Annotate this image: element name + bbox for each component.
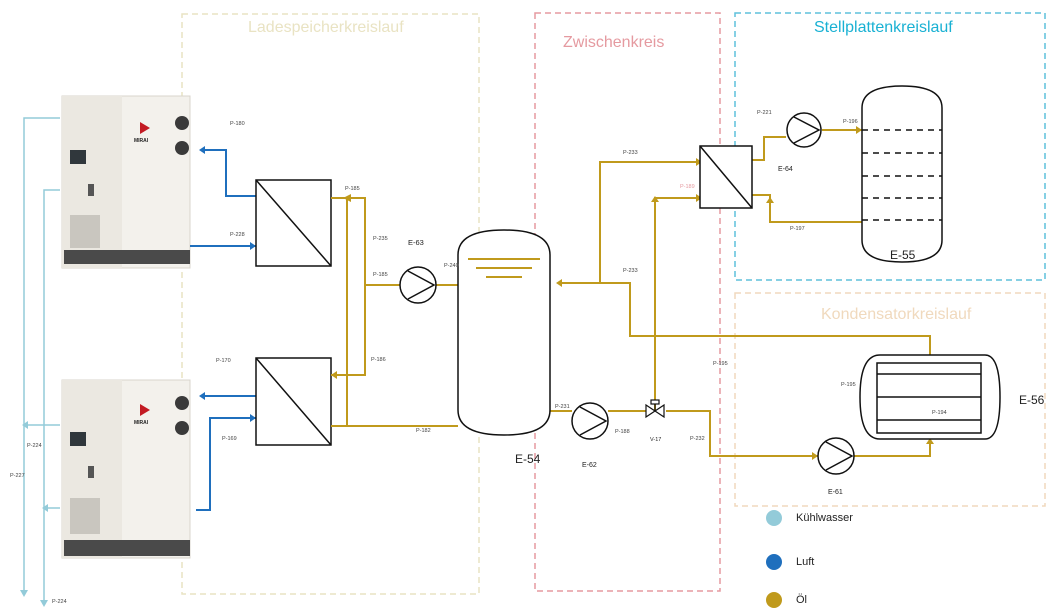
pump-e63 bbox=[400, 267, 436, 303]
legend-item-kuehlwasser: Kühlwasser bbox=[766, 510, 853, 526]
air-lines bbox=[190, 150, 256, 510]
pipe-label: P-169 bbox=[222, 436, 237, 442]
pipe-label: P-185 bbox=[345, 186, 360, 192]
pipe-label: P-224 bbox=[27, 443, 42, 449]
valve-v17 bbox=[646, 400, 664, 417]
pipe-label: P-221 bbox=[757, 110, 772, 116]
pipe-label: P-233 bbox=[623, 150, 638, 156]
chiller-brand-bottom: MIRAI bbox=[134, 420, 148, 426]
region-title-kondensator: Kondensatorkreislauf bbox=[821, 306, 971, 324]
cooling-water-lines bbox=[24, 118, 60, 600]
legend-label: Kühlwasser bbox=[796, 512, 853, 524]
chiller-brand-top: MIRAI bbox=[134, 138, 148, 144]
pipe-label: P-233 bbox=[623, 268, 638, 274]
pump-e62 bbox=[572, 403, 608, 439]
label-e54: E-54 bbox=[515, 452, 540, 466]
pipe-label: P-194 bbox=[932, 410, 947, 416]
air-arrows bbox=[199, 146, 256, 422]
chiller-unit-top bbox=[62, 96, 190, 268]
pipe-label: P-224 bbox=[52, 599, 67, 605]
pipe-label: P-188 bbox=[615, 429, 630, 435]
pipe-label: P-182 bbox=[416, 428, 431, 434]
storage-tank-e54 bbox=[458, 230, 550, 435]
region-box-zwischenkreis bbox=[535, 13, 720, 591]
label-e63: E-63 bbox=[408, 238, 424, 247]
label-e55: E-55 bbox=[890, 248, 915, 262]
pipe-label: P-195 bbox=[713, 361, 728, 367]
pipe-label: P-180 bbox=[230, 121, 245, 127]
chiller-unit-bottom bbox=[62, 380, 190, 558]
pump-e61 bbox=[818, 438, 854, 474]
pipe-label: P-227 bbox=[10, 473, 25, 479]
legend-swatch bbox=[766, 554, 782, 570]
heat-exchanger-right bbox=[700, 146, 752, 208]
pipe-label: P-232 bbox=[690, 436, 705, 442]
column-e55 bbox=[862, 86, 942, 262]
pipe-label: P-231 bbox=[555, 404, 570, 410]
pump-e64 bbox=[787, 113, 821, 147]
label-e56: E-56 bbox=[1019, 393, 1044, 407]
label-e62: E-62 bbox=[582, 462, 597, 469]
region-title-ladespeicher: Ladespeicherkreislauf bbox=[248, 19, 404, 37]
pipe-label: P-185 bbox=[373, 272, 388, 278]
pipe-label: P-228 bbox=[230, 232, 245, 238]
label-v17: V-17 bbox=[650, 437, 661, 443]
pipe-label: P-170 bbox=[216, 358, 231, 364]
pipe-label: P-240 bbox=[444, 263, 459, 269]
legend-label: Öl bbox=[796, 594, 807, 606]
pipe-label: P-186 bbox=[371, 357, 386, 363]
heat-exchanger-top bbox=[256, 180, 331, 266]
legend-swatch bbox=[766, 592, 782, 608]
pipe-label: P-195 bbox=[841, 382, 856, 388]
label-e61: E-61 bbox=[828, 489, 843, 496]
region-title-stellplatten: Stellplattenkreislauf bbox=[814, 19, 953, 37]
pipe-label: P-196 bbox=[843, 119, 858, 125]
legend-swatch bbox=[766, 510, 782, 526]
condenser-e56 bbox=[860, 355, 1000, 439]
legend-item-oel: Öl bbox=[766, 592, 807, 608]
legend-label: Luft bbox=[796, 556, 814, 568]
pipe-label: P-235 bbox=[373, 236, 388, 242]
region-box-ladespeicher bbox=[182, 14, 479, 594]
region-title-zwischenkreis: Zwischenkreis bbox=[563, 34, 664, 52]
heat-exchanger-bottom bbox=[256, 358, 331, 445]
pipe-label: P-189 bbox=[680, 184, 695, 190]
label-e64: E-64 bbox=[778, 166, 793, 173]
legend-item-luft: Luft bbox=[766, 554, 814, 570]
pipe-label: P-197 bbox=[790, 226, 805, 232]
